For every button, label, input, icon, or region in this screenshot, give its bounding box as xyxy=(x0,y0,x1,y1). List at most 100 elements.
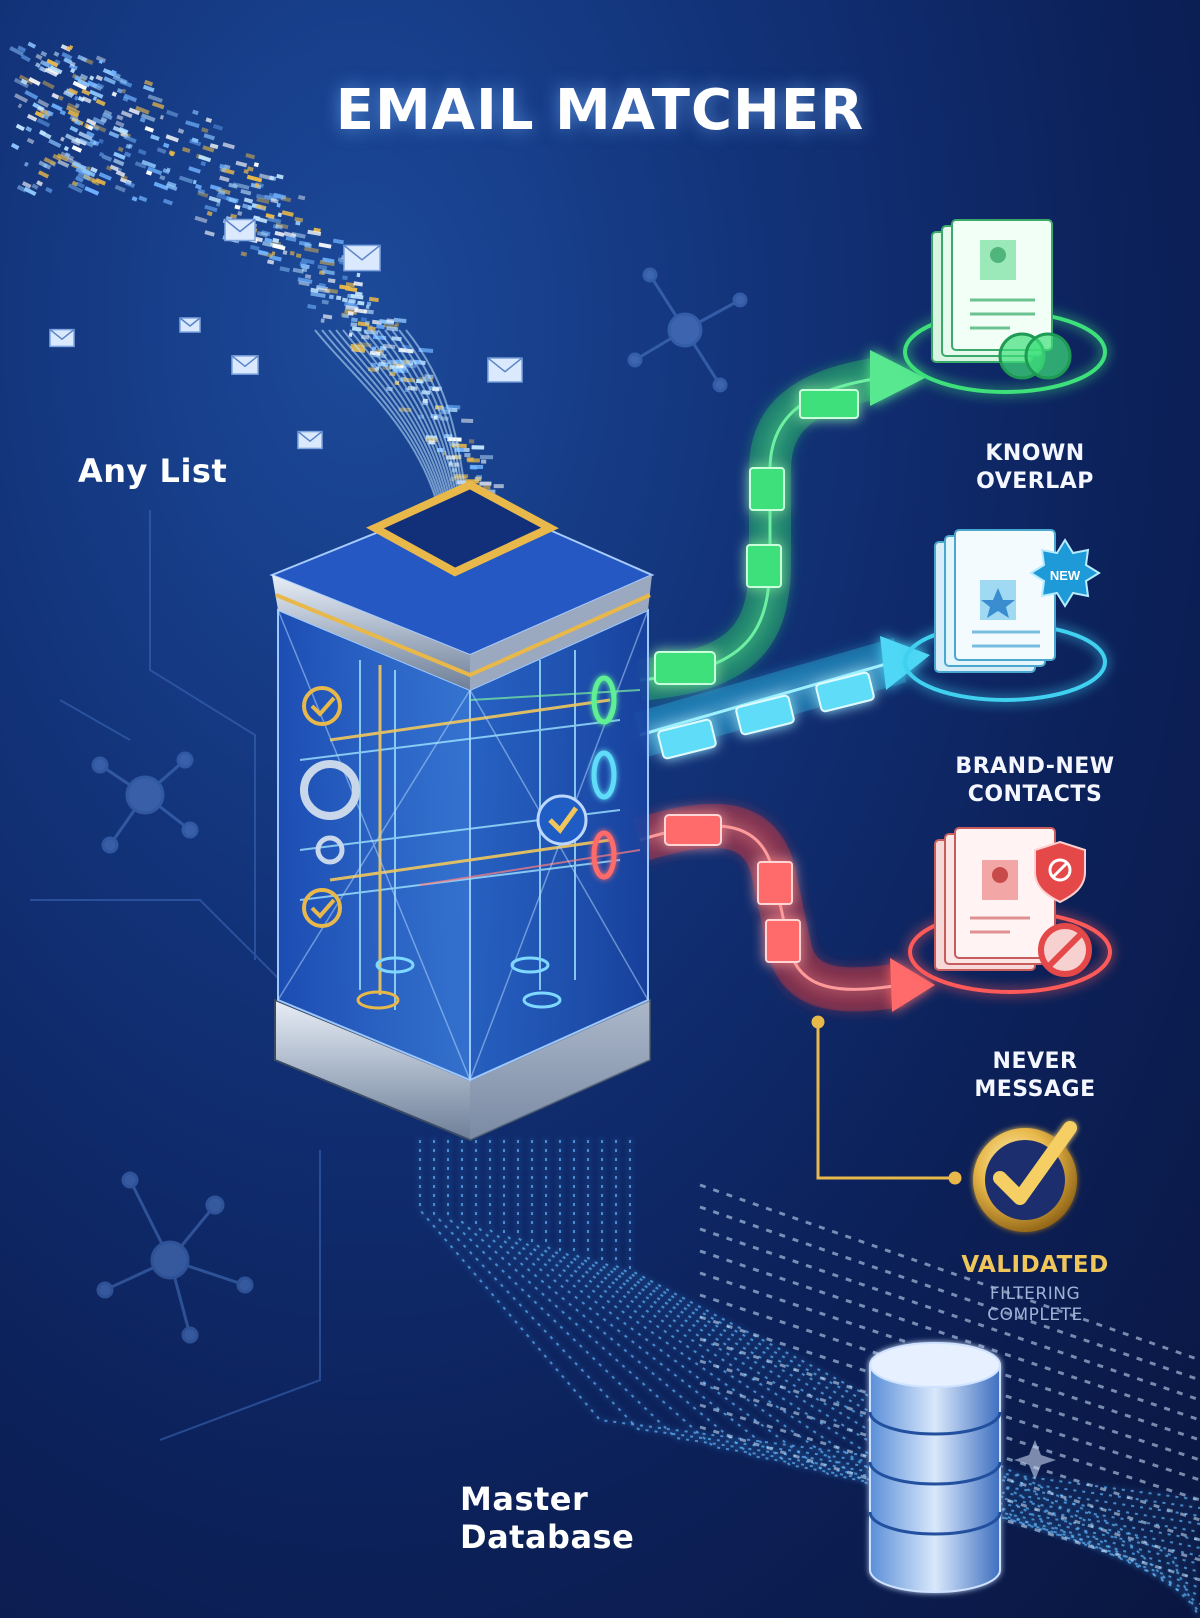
data-particle xyxy=(480,455,494,460)
data-particle xyxy=(318,282,326,289)
data-particle xyxy=(27,41,37,49)
data-particle xyxy=(368,296,379,303)
data-particle xyxy=(294,216,304,223)
data-particle xyxy=(120,110,133,119)
circuit-trace xyxy=(699,1227,1200,1402)
data-particle xyxy=(357,300,365,306)
data-particle xyxy=(153,181,169,191)
data-particle xyxy=(386,318,395,324)
check-badge-icon xyxy=(536,794,588,846)
data-particle xyxy=(92,96,98,102)
data-particle xyxy=(85,130,95,138)
data-particle xyxy=(14,93,29,104)
data-particle xyxy=(17,103,23,109)
data-particle xyxy=(197,188,206,195)
data-particle xyxy=(39,130,52,140)
data-particle xyxy=(310,287,319,294)
data-particle xyxy=(291,231,306,239)
data-particle xyxy=(208,195,221,204)
data-particle xyxy=(26,137,35,145)
circuit-trace xyxy=(699,1315,1200,1482)
data-particle xyxy=(121,88,127,94)
data-particle xyxy=(283,231,297,238)
data-particle xyxy=(59,109,67,116)
data-particle xyxy=(51,103,63,112)
data-particle xyxy=(111,91,118,97)
data-particle xyxy=(307,304,317,310)
data-particle xyxy=(98,138,104,144)
circuit-trace xyxy=(699,1359,1200,1522)
data-particle xyxy=(168,150,176,156)
data-particle xyxy=(240,251,248,257)
data-particle xyxy=(123,93,138,103)
data-particle xyxy=(162,142,170,149)
data-particle xyxy=(67,109,80,119)
data-particle xyxy=(113,158,125,167)
data-particle xyxy=(335,329,449,521)
data-particle xyxy=(77,78,91,88)
data-particle xyxy=(364,320,370,326)
data-particle xyxy=(112,125,128,135)
data-particle xyxy=(61,52,73,60)
circuit-trace xyxy=(699,1183,1200,1362)
data-particle xyxy=(100,116,108,123)
data-particle xyxy=(203,133,216,141)
data-particle xyxy=(256,230,269,238)
data-particle xyxy=(77,54,88,63)
data-particle xyxy=(17,45,27,53)
data-particle xyxy=(135,105,150,115)
circuit-trace xyxy=(461,1140,1200,1525)
data-particle xyxy=(63,90,74,99)
data-particle xyxy=(75,181,86,189)
network-node-icon xyxy=(96,1171,254,1344)
data-particle xyxy=(91,179,101,186)
data-particle xyxy=(181,146,191,154)
data-particle xyxy=(57,159,70,168)
data-particle xyxy=(321,299,329,305)
data-particle xyxy=(156,147,167,154)
data-particle xyxy=(142,84,155,93)
envelope-icon xyxy=(343,244,381,272)
data-particle xyxy=(206,210,213,217)
data-particle xyxy=(162,198,174,206)
envelope-icons xyxy=(49,218,523,450)
envelope-icon xyxy=(224,218,256,242)
new-badge: NEW xyxy=(1050,568,1081,583)
data-particle xyxy=(260,230,271,237)
data-particle xyxy=(23,161,29,167)
data-particle xyxy=(204,230,215,237)
circuit-trace xyxy=(699,1403,1200,1562)
data-particle xyxy=(54,59,61,65)
data-particle xyxy=(24,90,39,100)
circuit-trace xyxy=(433,1140,1200,1509)
data-particle xyxy=(58,95,64,101)
data-particle xyxy=(20,54,31,63)
data-particle xyxy=(77,96,85,102)
data-particle xyxy=(237,183,250,190)
data-particle xyxy=(282,250,288,255)
data-particle xyxy=(42,80,55,90)
brand-new-flow xyxy=(633,636,930,760)
data-particle xyxy=(232,182,239,188)
data-particle xyxy=(69,115,79,123)
data-particle xyxy=(74,103,80,109)
data-particle xyxy=(254,183,260,188)
data-particle xyxy=(189,138,202,147)
data-particle xyxy=(95,55,107,63)
data-particle xyxy=(46,110,54,117)
data-particle xyxy=(137,148,147,156)
data-particle xyxy=(165,183,178,192)
data-particle xyxy=(35,53,43,61)
data-particle xyxy=(270,198,279,204)
data-particle xyxy=(277,212,283,218)
page-title: EMAIL MATCHER xyxy=(335,78,865,143)
data-particle xyxy=(103,76,117,85)
data-particle xyxy=(105,165,113,172)
data-particle xyxy=(342,313,350,319)
data-particle xyxy=(21,181,32,189)
data-particle xyxy=(447,437,462,442)
never-message-flow xyxy=(633,803,935,1012)
data-particle xyxy=(31,183,39,190)
data-particle xyxy=(116,114,124,121)
data-particle xyxy=(216,193,229,201)
